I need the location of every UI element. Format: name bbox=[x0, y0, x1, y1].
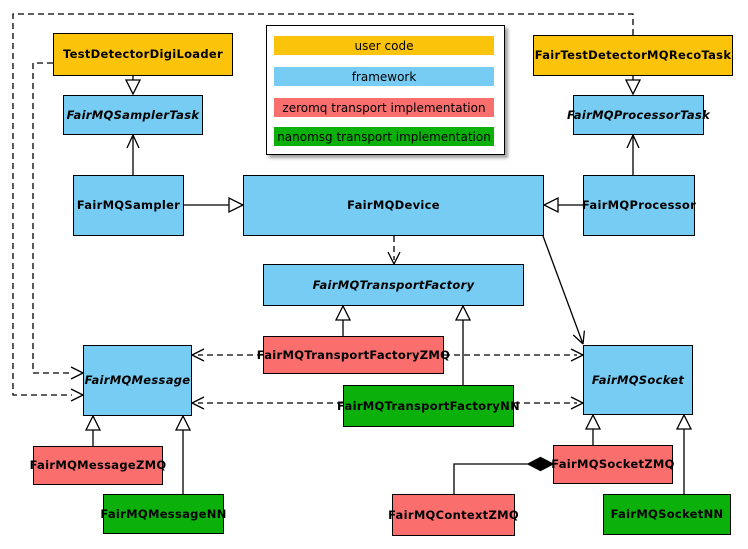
class-box-fairmqcontextzmq: FairMQContextZMQ bbox=[388, 494, 519, 536]
class-box-fairmqsamplertask: FairMQSamplerTask bbox=[63, 95, 203, 135]
class-box-fairmqmessagenn: FairMQMessageNN bbox=[100, 494, 226, 534]
class-box-fairmqsocketzmq: FairMQSocketZMQ bbox=[551, 445, 674, 484]
legend-item-user-code: user code bbox=[274, 36, 494, 55]
class-box-fairmqprocessor: FairMQProcessor bbox=[582, 175, 696, 236]
class-box-fairmqtransportfactorynn: FairMQTransportFactoryNN bbox=[337, 385, 520, 427]
edge-fairtestdetectormqrecotask-fairmqprocessortask bbox=[624, 76, 642, 96]
edge-fairmqtransportfactorynn-fairmqsocket bbox=[514, 396, 584, 410]
class-box-fairmqprocessortask: FairMQProcessorTask bbox=[567, 95, 710, 135]
edge-fairmqsampler-fairmqsamplertask bbox=[126, 134, 140, 175]
class-box-fairmqmessagezmq: FairMQMessageZMQ bbox=[30, 446, 166, 485]
legend-item-zeromq: zeromq transport implementation bbox=[274, 98, 494, 117]
class-box-fairmqtransportfactory: FairMQTransportFactory bbox=[263, 264, 524, 306]
edge-fairmqtransportfactoryzmq-fairmqtransportfactory bbox=[334, 304, 352, 336]
edge-fairmqsampler-fairmqdevice bbox=[184, 196, 245, 214]
edge-fairmqmessagezmq-fairmqmessage bbox=[84, 414, 102, 446]
legend: user code framework zeromq transport imp… bbox=[266, 25, 505, 155]
class-box-fairmqtransportfactoryzmq: FairMQTransportFactoryZMQ bbox=[257, 336, 450, 374]
edge-fairmqtransportfactorynn-fairmqmessage bbox=[191, 396, 343, 410]
class-box-fairmqdevice: FairMQDevice bbox=[243, 175, 544, 236]
class-box-testdetectordigiloader: TestDetectorDigiLoader bbox=[53, 33, 233, 76]
class-box-fairmqsocket: FairMQSocket bbox=[583, 345, 693, 415]
edge-fairmqdevice-fairmqsocket bbox=[542, 235, 586, 345]
legend-item-framework: framework bbox=[274, 67, 494, 86]
edge-fairmqprocessor-fairmqdevice bbox=[542, 196, 583, 214]
edge-testdetectordigiloader-fairmqsamplertask bbox=[124, 76, 142, 96]
edge-fairmqtransportfactoryzmq-fairmqmessage bbox=[191, 348, 263, 362]
class-box-fairmqsocketnn: FairMQSocketNN bbox=[603, 494, 731, 535]
edge-fairmqdevice-fairmqtransportfactory bbox=[387, 236, 401, 265]
edge-fairmqsocketzmq-fairmqcontextzmq bbox=[453, 456, 555, 494]
legend-item-nanomsg: nanomsg transport implementation bbox=[274, 127, 494, 146]
edge-fairmqtransportfactoryzmq-fairmqsocket bbox=[444, 348, 584, 362]
class-box-fairmqsampler: FairMQSampler bbox=[73, 175, 184, 236]
edge-fairmqmessagenn-fairmqmessage bbox=[174, 414, 192, 494]
edge-fairmqsocketnn-fairmqsocket bbox=[675, 413, 693, 494]
class-box-fairmqmessage: FairMQMessage bbox=[83, 345, 192, 416]
edge-fairmqtransportfactorynn-fairmqtransportfactory bbox=[454, 304, 472, 385]
class-box-fairtestdetectormqrecotask: FairTestDetectorMQRecoTask bbox=[533, 35, 733, 76]
edge-fairmqsocketzmq-fairmqsocket bbox=[584, 413, 602, 445]
edge-fairmqprocessor-fairmqprocessortask bbox=[626, 134, 640, 175]
